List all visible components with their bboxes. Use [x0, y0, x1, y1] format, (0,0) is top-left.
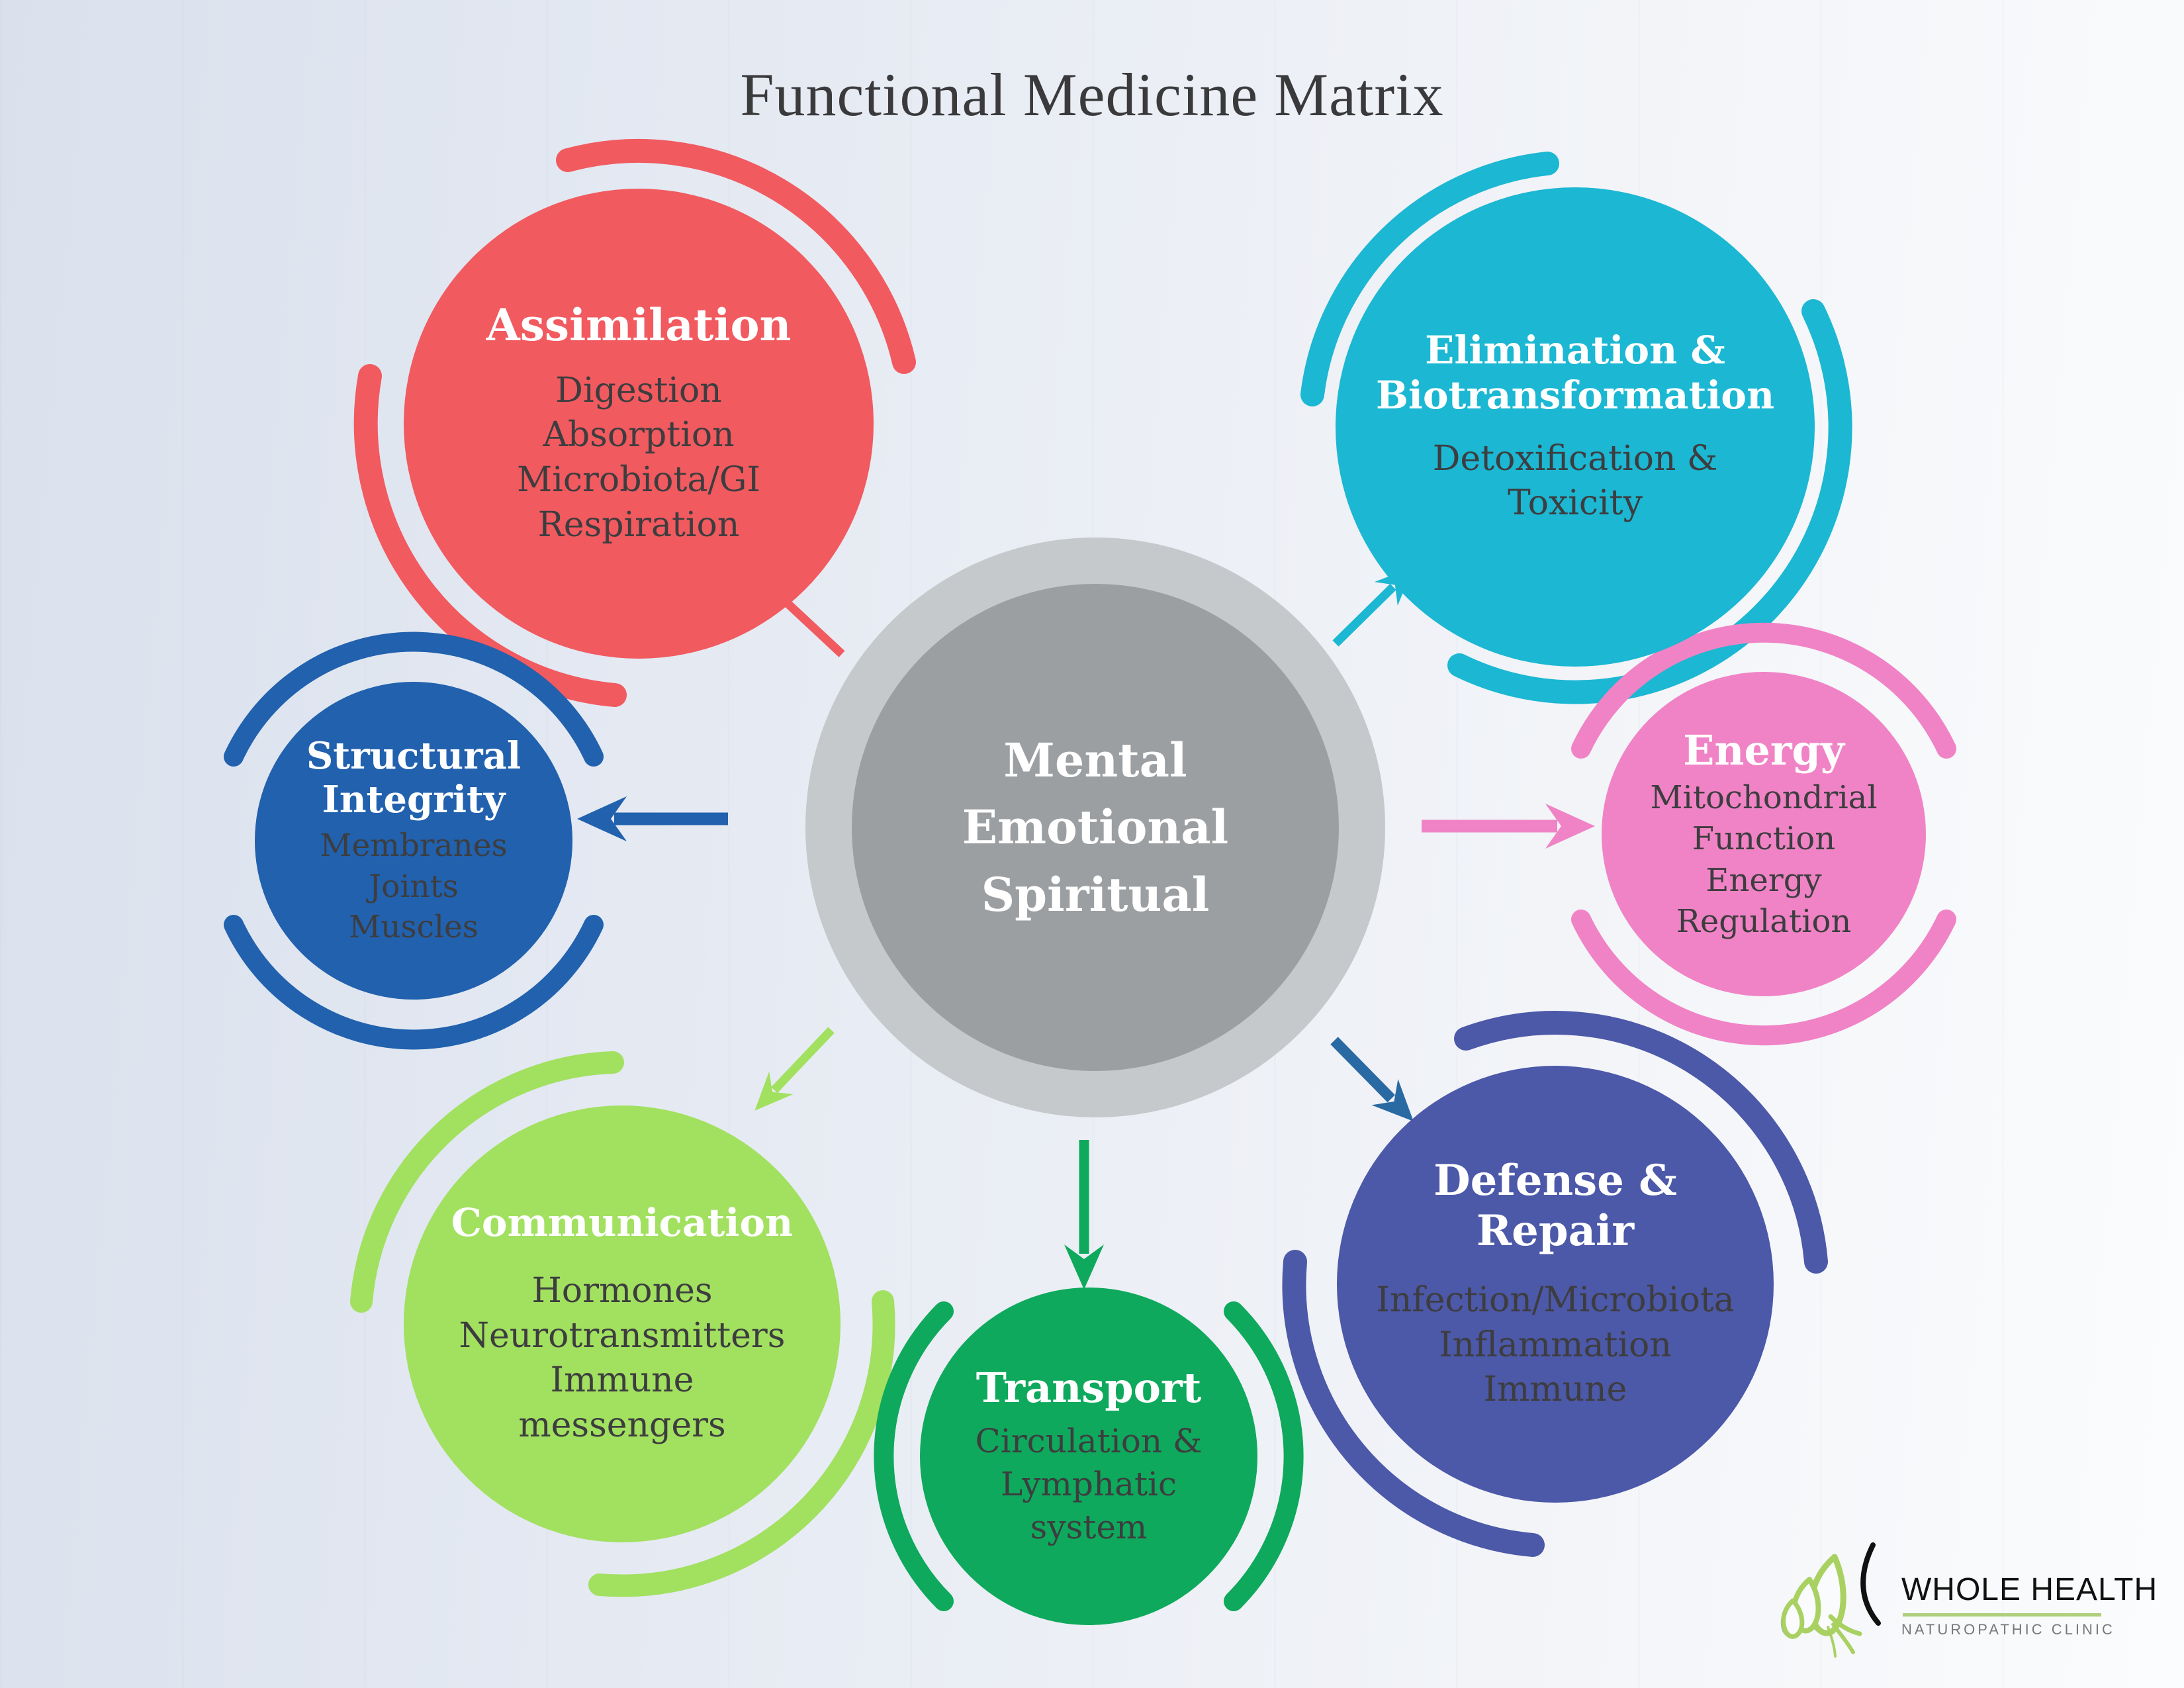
node-energy: Energy Mitochondrial Function Energy Reg… — [1602, 672, 1926, 996]
energy-arc-bottom-icon — [1571, 910, 1956, 1046]
logo-subtitle: NATUROPATHIC CLINIC — [1901, 1621, 2115, 1638]
node-defense-body: Infection/Microbiota Inflammation Immune — [1376, 1280, 1735, 1410]
node-assimilation: Assimilation Digestion Absorption Microb… — [404, 189, 874, 659]
logo-name: WHOLE HEALTH — [1901, 1572, 2158, 1607]
arrow-to-energy-icon — [1422, 804, 1595, 849]
node-defense-repair: Defense & Repair Infection/Microbiota In… — [1337, 1066, 1774, 1503]
node-assimilation-body: Digestion Absorption Microbiota/GI Respi… — [517, 370, 760, 545]
node-structural-integrity: Structural Integrity Membranes Joints Mu… — [255, 682, 572, 1000]
logo-divider — [1903, 1613, 2101, 1617]
node-structural-title: Structural Integrity — [306, 734, 522, 822]
elimination-arc-bottom-icon — [1447, 299, 1852, 704]
node-energy-body: Mitochondrial Function Energy Regulation — [1650, 778, 1878, 940]
defense-arc-top-icon — [1454, 1011, 1828, 1274]
node-communication-title: Communication — [451, 1199, 794, 1245]
node-defense-title: Defense & Repair — [1433, 1156, 1677, 1256]
leaf-icon — [1780, 1542, 1881, 1658]
structural-arc-top-icon — [224, 632, 604, 767]
page-title: Functional Medicine Matrix — [740, 60, 1444, 128]
communication-arc-top-icon — [350, 1051, 624, 1313]
node-transport-body: Circulation & Lymphatic system — [975, 1422, 1203, 1547]
assimilation-arc-top-icon — [556, 139, 916, 374]
center-circle-inner: Mental Emotional Spiritual — [852, 584, 1339, 1071]
center-circle: Mental Emotional Spiritual — [805, 538, 1385, 1117]
node-assimilation-title: Assimilation — [486, 299, 792, 351]
defense-arc-bottom-icon — [1282, 1250, 1545, 1557]
assimilation-arc-bottom-icon — [353, 364, 627, 707]
transport-arc-right-icon — [1224, 1301, 1304, 1611]
center-label: Mental Emotional Spiritual — [962, 732, 1229, 922]
node-communication-body: Hormones Neurotransmitters Immune messen… — [459, 1271, 786, 1445]
node-transport-title: Transport — [976, 1363, 1202, 1412]
arrow-to-communication-icon — [754, 1027, 835, 1111]
node-elimination: Elimination & Biotransformation Detoxifi… — [1336, 187, 1815, 667]
communication-arc-bottom-icon — [588, 1290, 895, 1597]
node-elimination-body: Detoxification & Toxicity — [1432, 438, 1718, 524]
logo: WHOLE HEALTH NATUROPATHIC CLINIC — [1774, 1542, 2158, 1665]
arrow-to-transport-icon — [1064, 1140, 1104, 1289]
node-structural-body: Membranes Joints Muscles — [320, 827, 508, 945]
elimination-arc-top-icon — [1300, 152, 1559, 406]
logo-text: WHOLE HEALTH NATUROPATHIC CLINIC — [1901, 1571, 2158, 1638]
arrow-to-structural-icon — [577, 796, 728, 841]
energy-arc-top-icon — [1571, 622, 1956, 759]
structural-arc-bottom-icon — [224, 915, 604, 1050]
node-elimination-title: Elimination & Biotransformation — [1375, 327, 1775, 418]
node-transport: Transport Circulation & Lymphatic system — [920, 1288, 1257, 1625]
node-energy-title: Energy — [1683, 726, 1844, 774]
transport-arc-left-icon — [874, 1301, 954, 1611]
arrow-to-defense-icon — [1330, 1037, 1414, 1121]
node-communication: Communication Hormones Neurotransmitters… — [404, 1105, 841, 1542]
